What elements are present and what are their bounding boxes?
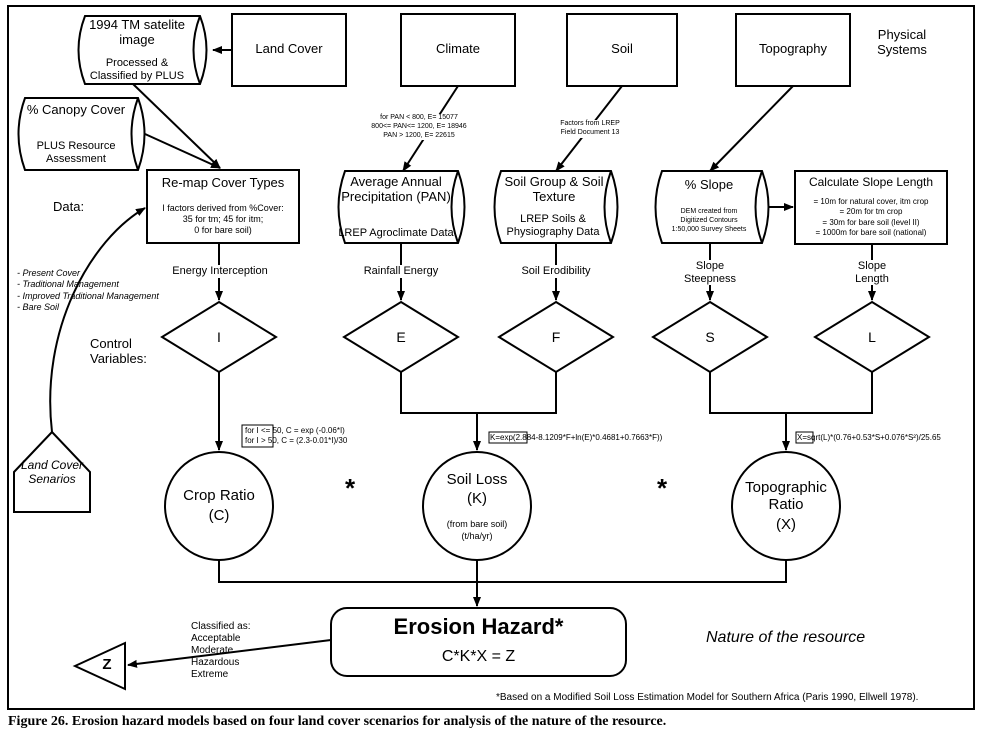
remap-line-2: 35 for tm; 45 for itm; (182, 213, 264, 224)
multiply-sign-1: * (344, 473, 356, 503)
climate-label: Climate (435, 41, 481, 56)
slope-sub-1: DEM created from (680, 208, 738, 215)
topo-ratio-title: Topographic Ratio (745, 479, 827, 514)
nature-label: Nature of the resource (706, 629, 866, 646)
crop-ratio-symbol: (C) (208, 507, 230, 524)
variable-f: F (551, 329, 561, 345)
topography-box (735, 13, 851, 87)
classified-heading: Classified as: (191, 621, 251, 632)
class-extreme: Extreme (191, 669, 229, 680)
land-cover-box (231, 13, 347, 87)
remap-box (146, 169, 300, 244)
slopelen-line-3: = 30m for bare soil (level II) (822, 217, 920, 227)
slope-title: % Slope (684, 177, 734, 192)
satellite-sub: Processed & Classified by PLUS (89, 57, 185, 82)
crop-ratio-circle (164, 451, 274, 561)
soilgroup-title: Soil Group & Soil Texture (504, 174, 604, 204)
precip-title: Average Annual Precipitation (PAN) (341, 174, 451, 204)
slopelen-line-4: = 1000m for bare soil (national) (815, 228, 927, 238)
variable-e: E (396, 329, 406, 345)
figure-caption: Figure 26. Erosion hazard models based o… (8, 714, 667, 729)
climate-factor-2: 800<= PAN<= 1200, E= 18946 (371, 122, 467, 130)
z-label: Z (102, 656, 112, 673)
class-moderate: Moderate (191, 645, 234, 656)
soil-factors: Factors from LREP Field Document 13 (550, 120, 630, 138)
remap-title: Re-map Cover Types (161, 175, 285, 190)
soilgroup-sub: LREP Soils & Physiography Data (506, 213, 600, 238)
z-triangle (72, 641, 126, 691)
scenario-3: - Improved Traditional Management (17, 290, 159, 301)
climate-factor-1: for PAN < 800, E= 15077 (380, 114, 458, 121)
hazard-formula: C*K*X = Z (441, 648, 516, 665)
slope-sub-3: 1:50,000 Survey Sheets (671, 225, 747, 233)
scenario-list: - Present Cover - Traditional Management… (17, 268, 159, 313)
hazard-title: Erosion Hazard* (393, 614, 564, 639)
precip-sub: LREP Agroclimate Data (338, 227, 454, 239)
soil-loss-title: Soil Loss (446, 471, 508, 488)
data-label: Data: (53, 199, 85, 214)
soil-erodibility-label: Soil Erodibility (508, 265, 604, 278)
variable-l: L (868, 329, 876, 345)
topo-ratio-symbol: (X) (776, 516, 796, 533)
remap-body: I factors derived from %Cover: 35 for tm… (147, 203, 299, 235)
soil-loss-sub: (from bare soil) (446, 519, 508, 529)
topography-label: Topography (759, 41, 827, 56)
climate-box (400, 13, 516, 87)
crop-formula-2: for I > 50, C = (2.3-0.01*I)/30 (245, 436, 348, 446)
energy-interception-label: Energy Interception (160, 265, 280, 278)
satellite-title: 1994 TM satelite image (89, 17, 185, 47)
scenario-4: - Bare Soil (17, 301, 60, 312)
slopelen-title: Calculate Slope Length (808, 175, 934, 189)
scenario-pentagon (13, 430, 91, 513)
slopelen-box (794, 170, 948, 245)
rainfall-energy-label: Rainfall Energy (350, 265, 452, 278)
remap-line-1: I factors derived from %Cover: (162, 203, 284, 213)
slopelen-line-2: = 20m for tm crop (839, 207, 903, 217)
crop-formula: for I <= 50, C = exp (-0.06*I) for I > 5… (245, 426, 347, 447)
climate-factors: for PAN < 800, E= 15077 800<= PAN<= 1200… (366, 114, 472, 141)
soil-formula-box (488, 431, 528, 444)
crop-formula-1: for I <= 50, C = exp (-0.06*I) (245, 426, 345, 435)
soil-formula: K=exp(2.884-8.1209*F+ln(E)*0.4681+0.7663… (490, 433, 663, 442)
canopy-title: % Canopy Cover (26, 102, 126, 117)
slopelen-body: = 10m for natural cover, itm crop = 20m … (795, 197, 947, 239)
topo-formula: X=sqrt(L)*(0.76+0.53*S+0.076*S²)/25.65 (797, 433, 941, 442)
scenario-2: - Traditional Management (17, 279, 119, 290)
topo-formula-box (795, 431, 814, 444)
class-acceptable: Acceptable (191, 633, 241, 644)
variable-i: I (217, 329, 221, 345)
land-cover-label: Land Cover (255, 41, 323, 56)
soil-factor-1: Factors from LREP (560, 120, 620, 127)
slope-length-label: Slope Length (848, 260, 896, 286)
soil-box (566, 13, 678, 87)
soil-loss-symbol: (K) (467, 490, 487, 507)
variable-s: S (705, 329, 715, 345)
slope-sub-2: Digitized Contours (680, 216, 738, 224)
slopelen-line-1: = 10m for natural cover, itm crop (813, 197, 929, 206)
hazard-box (330, 607, 627, 677)
class-hazardous: Hazardous (191, 657, 240, 668)
slope-steepness-label: Slope Steepness (680, 260, 740, 286)
soil-label: Soil (611, 41, 633, 56)
land-cover-scenarios-label: Land Cover Senarios (20, 458, 84, 486)
diagram-frame (7, 5, 975, 710)
footnote: *Based on a Modified Soil Loss Estimatio… (496, 692, 919, 703)
scenario-1: - Present Cover (17, 268, 81, 278)
slope-sub: DEM created from Digitized Contours 1:50… (656, 208, 762, 234)
classified-block: Classified as: Acceptable Moderate Hazar… (191, 621, 250, 681)
crop-formula-box (241, 424, 274, 448)
physical-systems-label: Physical Systems (877, 27, 927, 57)
canopy-sub: PLUS Resource Assessment (36, 140, 116, 165)
multiply-sign-2: * (656, 473, 668, 503)
remap-line-3: 0 for bare soil) (194, 224, 252, 235)
soil-factor-2: Field Document 13 (560, 128, 620, 136)
control-variables-label: Control Variables: (90, 336, 147, 366)
crop-ratio-title: Crop Ratio (183, 487, 255, 504)
climate-factor-3: PAN > 1200, E= 22615 (383, 131, 455, 139)
soil-loss-unit: (t/ha/yr) (461, 531, 493, 541)
